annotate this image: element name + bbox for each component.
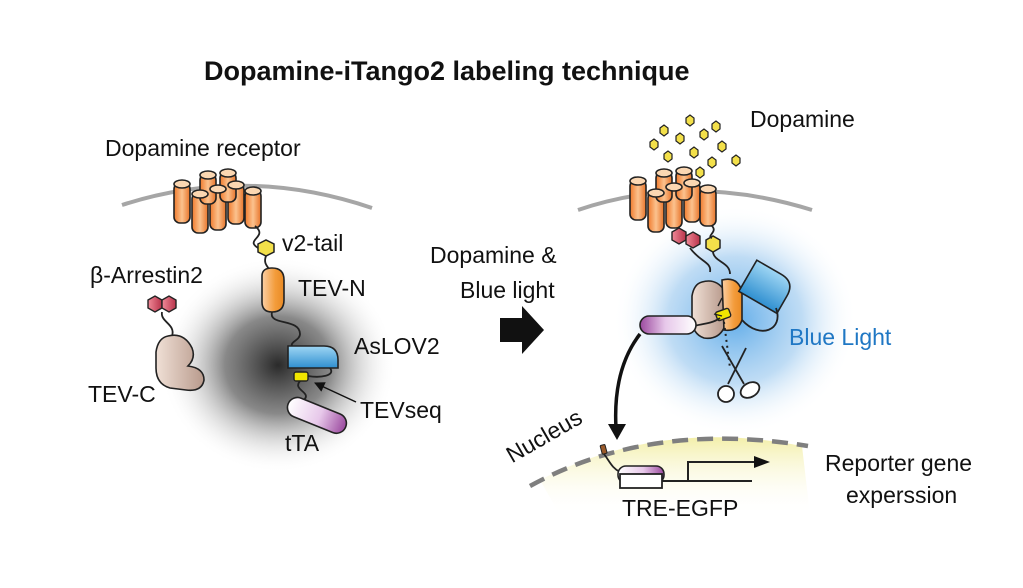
scissors-icon (717, 345, 761, 403)
label-beta-arrestin2: β-Arrestin2 (90, 262, 203, 288)
nuclear-pore-icon (599, 444, 608, 455)
right-arrestin-body-icon (691, 280, 725, 340)
right-arrestin-red-icon (671, 227, 701, 249)
label-tre-egfp: TRE-EGFP (622, 495, 739, 521)
left-tevseq-icon (293, 371, 309, 382)
label-aslov2: AsLOV2 (354, 333, 440, 359)
transition-arrow-icon (500, 306, 544, 354)
left-receptor-icon (173, 168, 262, 234)
dopamine-molecules (649, 114, 741, 179)
left-linker-tevseq (307, 367, 333, 378)
label-reporter-line1: Reporter gene (825, 450, 973, 476)
left-arrestin-icon (147, 295, 205, 392)
page-title: Dopamine-iTango2 labeling technique (204, 56, 690, 86)
left-tev-n-icon (261, 267, 285, 313)
left-v2-tail-hexagon (257, 239, 275, 257)
right-aslov2-icon (737, 259, 791, 315)
label-tev-c: TEV-C (88, 381, 156, 407)
right-linker-tail (709, 225, 715, 239)
right-tta-icon (639, 315, 697, 335)
label-tev-n: TEV-N (298, 275, 366, 301)
transcription-start-arrow (687, 461, 756, 481)
translocation-arrowhead-icon (608, 424, 626, 440)
right-receptor-icon (629, 166, 717, 233)
label-arrow-line2: Blue light (460, 277, 555, 303)
tevseq-pointer-arrow (314, 382, 357, 403)
nucleus-region (540, 437, 810, 515)
right-linker-aslov2 (741, 307, 779, 332)
tre-promoter-box (619, 473, 663, 489)
cleavage-mark (713, 297, 723, 317)
label-blue-light: Blue Light (789, 324, 892, 350)
nuclear-envelope (528, 436, 809, 488)
label-v2-tail: v2-tail (282, 230, 344, 256)
right-linker-arrestin (689, 247, 712, 273)
label-tta: tTA (285, 430, 320, 456)
left-linker-aslov2 (271, 311, 301, 347)
label-dopamine: Dopamine (750, 106, 855, 132)
left-aslov2-icon (287, 345, 339, 369)
left-tta-icon (286, 396, 348, 435)
left-linker-tta (297, 380, 307, 401)
transcription-arrowhead-icon (754, 456, 770, 468)
right-v2-tail-hexagon (705, 235, 721, 253)
label-arrow-line1: Dopamine & (430, 242, 557, 268)
translocation-arrow (613, 332, 642, 429)
label-reporter-line2: experssion (846, 482, 958, 508)
label-dopamine-receptor: Dopamine receptor (105, 135, 301, 161)
right-linker-tevn (712, 251, 731, 275)
cleavage-dotted-line (723, 321, 731, 369)
label-tevseq: TEVseq (360, 397, 442, 423)
left-membrane (121, 183, 373, 210)
